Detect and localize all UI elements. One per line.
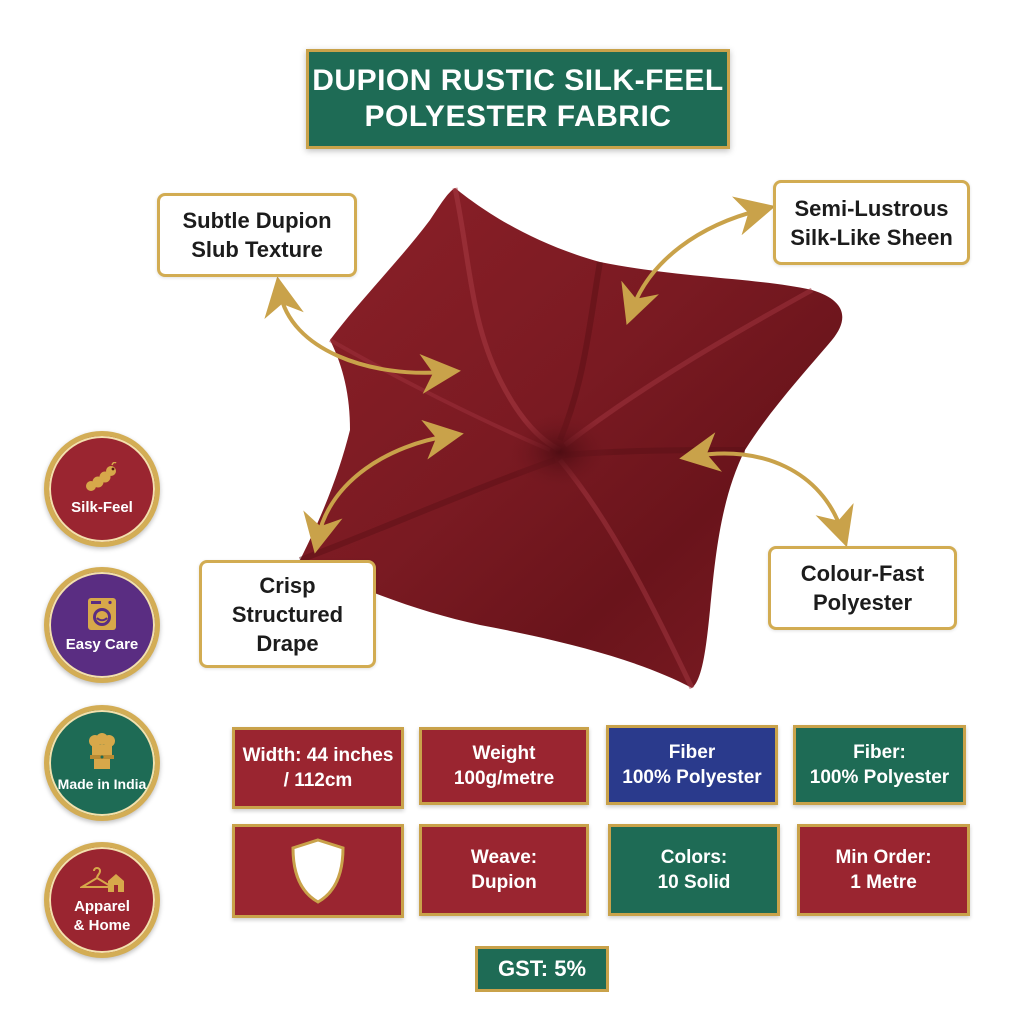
hanger-home-icon <box>80 867 124 892</box>
spec-fiber-2-line-2: 100% Polyester <box>809 767 950 788</box>
spec-colors: Colors: 10 Solid <box>608 824 780 916</box>
title-line-2: POLYESTER FABRIC <box>364 100 672 133</box>
fabric-twist <box>505 410 615 494</box>
callout-sheen: Semi-Lustrous Silk-Like Sheen <box>773 180 970 265</box>
spec-weave-line-2: Dupion <box>471 872 537 893</box>
spec-width-line-2: / 112cm <box>283 770 353 791</box>
spec-colors-line-2: 10 Solid <box>657 872 731 893</box>
spec-weight: Weight 100g/metre <box>419 727 589 805</box>
spec-fiber: Fiber 100% Polyester <box>606 725 778 805</box>
washing-machine-icon <box>88 597 116 630</box>
page-title: DUPION RUSTIC SILK-FEEL POLYESTER FABRIC <box>306 49 730 149</box>
badge-apparel-line-1: Apparel <box>74 898 130 915</box>
callout-sheen-line-1: Semi-Lustrous <box>794 195 949 221</box>
callout-drape-line-3: Drape <box>256 630 319 656</box>
spec-fiber-2-line-1: Fiber: <box>853 742 906 763</box>
badge-easy-care-label: Easy Care <box>65 635 139 653</box>
spec-min-order: Min Order: 1 Metre <box>797 824 970 916</box>
arrow-sheen <box>621 196 776 326</box>
badge-made-in-india-label: Made in India <box>57 775 147 792</box>
badge-apparel-line-2: & Home <box>73 917 131 934</box>
gst-badge: GST: 5% <box>475 946 609 992</box>
badge-silk-feel-label: Silk-Feel <box>71 498 133 516</box>
spec-width: Width: 44 inches / 112cm <box>232 727 404 809</box>
ashoka-emblem-icon <box>89 732 115 769</box>
callout-drape: Crisp Structured Drape <box>199 560 376 668</box>
spec-weave-line-1: Weave: <box>470 847 538 868</box>
badge-easy-care: Easy Care <box>44 567 160 683</box>
spec-weight-line-2: 100g/metre <box>453 768 555 789</box>
callout-texture: Subtle Dupion Slub Texture <box>157 193 357 277</box>
callout-drape-line-1: Crisp <box>259 572 316 598</box>
shield-icon <box>291 838 345 904</box>
spec-weight-line-1: Weight <box>472 743 536 764</box>
spec-width-line-1: Width: 44 inches <box>242 745 394 766</box>
title-line-1: DUPION RUSTIC SILK-FEEL <box>312 64 724 97</box>
spec-min-order-line-1: Min Order: <box>835 847 932 868</box>
spec-weave: Weave: Dupion <box>419 824 589 916</box>
callout-texture-line-1: Subtle Dupion <box>182 208 332 233</box>
badge-silk-feel: Silk-Feel <box>44 431 160 547</box>
spec-colors-line-1: Colors: <box>660 847 728 868</box>
callout-colourfast: Colour-Fast Polyester <box>768 546 957 630</box>
spec-fiber-line-2: 100% Polyester <box>622 767 762 788</box>
arrow-texture <box>264 276 461 394</box>
badge-made-in-india: Made in India <box>44 705 160 821</box>
spec-min-order-line-2: 1 Metre <box>850 872 917 893</box>
badge-apparel-home: Apparel & Home <box>44 842 160 958</box>
arrow-colourfast <box>679 432 854 548</box>
arrow-drape <box>303 419 464 554</box>
spec-shield <box>232 824 404 918</box>
callout-colourfast-line-1: Colour-Fast <box>800 561 925 586</box>
spec-fiber-line-1: Fiber <box>668 742 716 763</box>
callout-colourfast-line-2: Polyester <box>812 590 913 615</box>
callout-drape-line-2: Structured <box>231 601 344 627</box>
spec-fiber-2: Fiber: 100% Polyester <box>793 725 966 805</box>
fabric-fold <box>563 287 814 447</box>
gst-label: GST: 5% <box>497 956 587 981</box>
silkworm-icon <box>86 461 117 491</box>
callout-texture-line-2: Slub Texture <box>191 237 323 262</box>
callout-sheen-line-2: Silk-Like Sheen <box>790 224 953 250</box>
